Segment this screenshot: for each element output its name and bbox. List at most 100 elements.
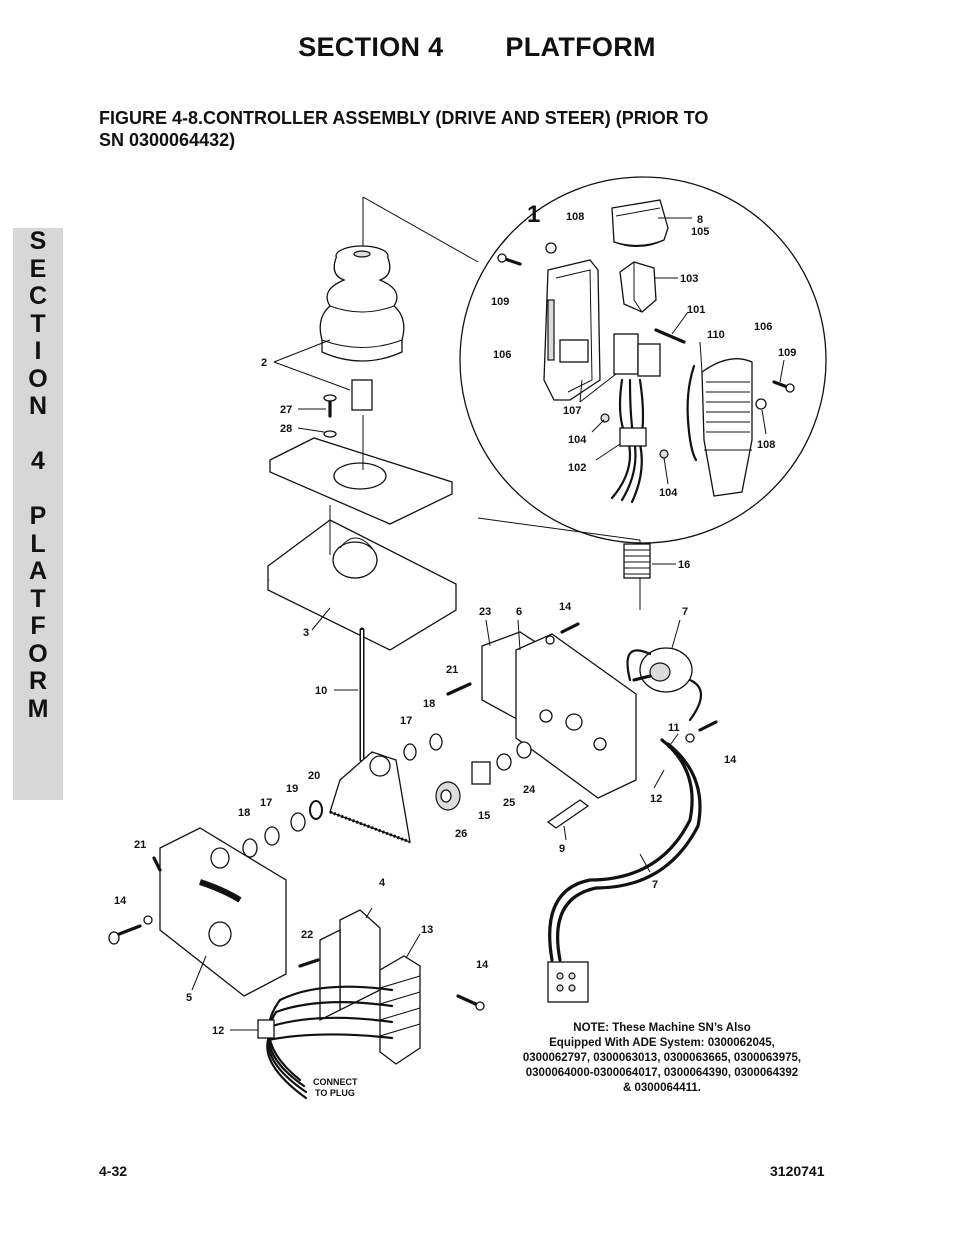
screw <box>108 915 153 945</box>
callout-15: 15 <box>478 810 490 822</box>
side-tab-letter: L <box>30 529 46 558</box>
leader-lines <box>191 217 785 1031</box>
section-label: SECTION 4 <box>298 32 444 62</box>
callout-labels: 1 108 8 105 109 103 101 110 106 106 109 … <box>114 201 796 1098</box>
callout-2: 2 <box>261 357 267 369</box>
callout-11: 11 <box>668 722 680 734</box>
section-side-tab[interactable]: S E C T I O N 4 P L A T F O R M <box>13 227 63 800</box>
clamp-block <box>471 761 491 785</box>
callout-10: 10 <box>315 685 327 697</box>
callout-4: 4 <box>379 877 386 889</box>
callout-18: 18 <box>238 807 250 819</box>
faceplate <box>269 437 453 525</box>
note-line: & 0300064411. <box>622 1082 702 1094</box>
callout-106: 106 <box>493 349 511 361</box>
callout-21: 21 <box>446 664 458 676</box>
grommet <box>619 427 647 447</box>
switch-wiring <box>610 378 647 504</box>
figure-title-line-2: SN 0300064432) <box>99 130 236 150</box>
detail-circle <box>362 176 827 610</box>
callout-109: 109 <box>778 347 796 359</box>
callout-104: 104 <box>659 487 678 499</box>
side-tab-letter: R <box>28 667 48 695</box>
callout-25: 25 <box>503 797 515 809</box>
side-tab-letter: P <box>29 502 47 530</box>
screw <box>685 720 718 743</box>
callout-9: 9 <box>559 843 565 855</box>
callout-8: 8 <box>697 214 703 226</box>
side-tab-letter: E <box>29 254 47 283</box>
wiring-harness <box>547 738 702 1003</box>
side-tab-letter: M <box>27 694 49 723</box>
spring-clip <box>686 364 698 462</box>
roll-pin <box>654 328 686 344</box>
callout-22: 22 <box>301 929 313 941</box>
callout-109: 109 <box>491 296 509 308</box>
callout-6: 6 <box>516 606 522 618</box>
nut <box>600 413 610 423</box>
pinion-gear <box>435 781 461 811</box>
side-tab-letter: C <box>28 282 48 310</box>
handle-half-left <box>543 259 601 401</box>
bushing <box>351 379 373 411</box>
side-tab-letter: S <box>29 227 47 255</box>
callout-20: 20 <box>308 770 320 782</box>
washer <box>496 741 532 771</box>
terminal-bracket <box>319 909 381 1022</box>
callout-21: 21 <box>134 839 146 851</box>
note-line: 0300062797, 0300063013, 0300063665, 0300… <box>522 1052 802 1064</box>
callout-14: 14 <box>559 601 572 613</box>
screw <box>456 994 485 1011</box>
nut <box>659 449 669 459</box>
callout-14: 14 <box>114 895 127 907</box>
note-line: 0300064000-0300064017, 0300064390, 03000… <box>525 1067 799 1079</box>
callout-101: 101 <box>687 304 705 316</box>
callout-27: 27 <box>280 404 292 416</box>
callout-28: 28 <box>280 423 292 435</box>
page-number: 4-32 <box>99 1163 128 1179</box>
callout-7: 7 <box>652 879 658 891</box>
callout-7: 7 <box>682 606 688 618</box>
controller-body <box>267 519 457 651</box>
side-tab-letter: F <box>30 612 46 640</box>
spring <box>623 543 651 579</box>
callout-104: 104 <box>568 434 587 446</box>
callout-14: 14 <box>476 959 489 971</box>
callout-108: 108 <box>566 211 584 223</box>
callout-110: 110 <box>707 329 725 341</box>
terminal-block <box>379 955 421 1065</box>
screw <box>772 380 795 393</box>
micro-switches <box>613 333 661 377</box>
callout-18: 18 <box>423 698 435 710</box>
callout-14: 14 <box>724 754 737 766</box>
washer <box>323 430 337 438</box>
side-tab-letter: N <box>28 392 48 420</box>
rubber-boot <box>319 197 405 362</box>
screw-head <box>323 394 337 402</box>
callout-3: 3 <box>303 627 309 639</box>
callout-108: 108 <box>757 439 775 451</box>
callout-12: 12 <box>212 1025 224 1037</box>
callout-17: 17 <box>260 797 272 809</box>
handle-half-right <box>701 358 753 497</box>
pin <box>446 682 472 696</box>
callout-102: 102 <box>568 462 586 474</box>
lock-washer <box>545 242 557 254</box>
callout-23: 23 <box>479 606 491 618</box>
spacer <box>546 799 590 829</box>
pin <box>152 856 320 968</box>
figure-title-line-1: FIGURE 4-8.CONTROLLER ASSEMBLY (DRIVE AN… <box>99 108 709 128</box>
serial-number-note: NOTE: These Machine SN’s Also Equipped W… <box>492 1021 832 1096</box>
side-tab-letter: T <box>30 584 46 613</box>
side-tab-letter: O <box>28 639 48 668</box>
bearing-left <box>242 800 323 858</box>
screw <box>497 253 522 266</box>
back-plate <box>159 827 287 997</box>
mounting-plate <box>515 633 637 799</box>
figure-title: FIGURE 4-8.CONTROLLER ASSEMBLY (DRIVE AN… <box>99 107 799 151</box>
connect-label-line-1: CONNECT <box>313 1077 358 1087</box>
callout-105: 105 <box>691 226 709 238</box>
plug-wiring <box>257 985 394 1100</box>
callout-5: 5 <box>186 992 192 1004</box>
